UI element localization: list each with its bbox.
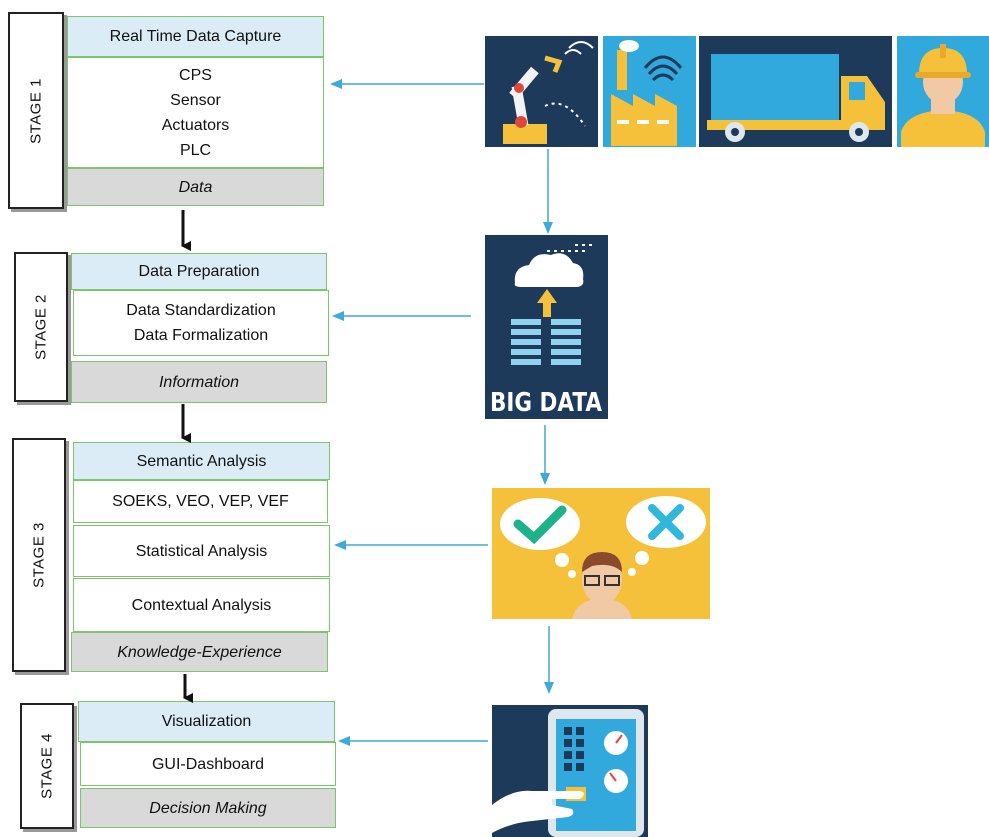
check-icon	[513, 505, 567, 545]
decision-thinker-icon	[500, 496, 706, 619]
worker-icon	[901, 44, 985, 147]
stage-2-items: Data Standardization Data Formalization	[73, 290, 329, 356]
stage-1-label: STAGE 1	[8, 12, 64, 209]
stage-4-header: Visualization	[78, 701, 335, 742]
robot-arm-image	[485, 36, 598, 147]
truck-image	[699, 36, 892, 147]
stage-1-header: Real Time Data Capture	[67, 16, 324, 57]
factory-icon	[611, 40, 683, 146]
stage-3-item-3: Contextual Analysis	[73, 578, 330, 632]
stage-3-label: STAGE 3	[12, 438, 66, 672]
worker-image	[897, 36, 989, 147]
factory-image	[603, 36, 696, 147]
stage-3-output: Knowledge-Experience	[71, 632, 328, 672]
stage-2-output: Information	[71, 361, 327, 403]
stage-2-label: STAGE 2	[14, 252, 68, 402]
stage-1-item: Actuators	[161, 116, 230, 134]
stage-1-header-text: Real Time Data Capture	[109, 28, 282, 45]
stage-3-item-1: SOEKS, VEO, VEP, VEF	[73, 480, 328, 523]
stage-4-label: STAGE 4	[20, 703, 74, 829]
stage-3-item-2: Statistical Analysis	[73, 525, 330, 577]
stage-4-items: GUI-Dashboard	[80, 742, 336, 786]
robot-arm-icon	[503, 41, 594, 144]
stage-1-item: Sensor	[170, 91, 221, 109]
stage-4-output: Decision Making	[80, 788, 336, 828]
stage-1-item: PLC	[179, 141, 212, 159]
stage-3-item-1-text: SOEKS, VEO, VEP, VEF	[112, 493, 289, 510]
big-data-label: BIG DATA	[490, 388, 602, 418]
cross-icon	[648, 504, 684, 540]
stage-2-header-text: Data Preparation	[138, 263, 260, 280]
stage-2-item: Data Standardization	[126, 302, 276, 319]
stage-1-output: Data	[67, 168, 324, 206]
big-data-icon: BIG DATA	[490, 244, 602, 418]
stage-3-header: Semantic Analysis	[73, 442, 330, 480]
stage-1-items: CPS Sensor Actuators PLC	[67, 57, 324, 168]
stage-1-output-text: Data	[178, 178, 213, 196]
stage-3-header-text: Semantic Analysis	[136, 452, 267, 470]
big-data-image: BIG DATA	[485, 235, 608, 419]
stage-4-output-text: Decision Making	[149, 799, 267, 817]
stage-3-item-3-text: Contextual Analysis	[131, 596, 272, 614]
dashboard-tablet-icon	[492, 709, 644, 837]
stage-3-item-2-text: Statistical Analysis	[135, 542, 268, 560]
stage-2-header: Data Preparation	[71, 253, 327, 290]
stage-4-header-text: Visualization	[161, 713, 252, 730]
stage-2-output-text: Information	[158, 373, 240, 391]
stage-4-item-text: GUI-Dashboard	[151, 755, 265, 773]
truck-icon	[707, 54, 885, 142]
stage-1-item: CPS	[179, 66, 212, 84]
stage-2-item: Data Formalization	[133, 327, 269, 344]
dashboard-tablet-image	[492, 705, 648, 837]
hand-icon	[492, 790, 584, 833]
decision-thinker-image	[492, 488, 710, 619]
stage-3-output-text: Knowledge-Experience	[117, 643, 282, 661]
